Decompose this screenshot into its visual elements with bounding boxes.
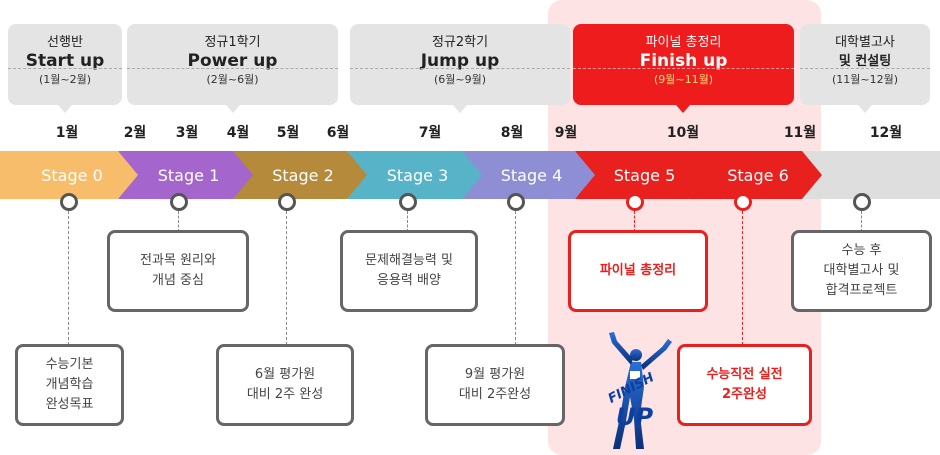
phase-title-ko: 정규2학기 (431, 35, 489, 50)
connector-line (407, 211, 408, 232)
phase-title-en: Jump up (420, 51, 500, 71)
stage-arrow-3: Stage 3 (347, 151, 482, 199)
month-label: 8월 (500, 125, 524, 141)
timeline-node (60, 193, 78, 211)
month-label: 2월 (123, 125, 147, 141)
stage-arrow-4: Stage 4 (462, 151, 595, 199)
stage-label: Stage 4 (500, 165, 563, 185)
phase-pointer (58, 105, 72, 113)
month-label: 9월 (554, 125, 578, 141)
stage-description-box: 6월 평가원 대비 2주 완성 (216, 344, 354, 426)
timeline-node (399, 193, 417, 211)
phase-months: (6월~9월) (433, 73, 487, 86)
phase-pointer (676, 105, 690, 113)
stage-label: Stage 0 (41, 165, 103, 185)
stage-label: Stage 5 (613, 165, 676, 185)
stage-label: Stage 2 (272, 165, 334, 185)
stage-description-box: 9월 평가원 대비 2주완성 (425, 344, 565, 426)
phase-header-power-up: 정규1학기 Power up (2월~6월) (127, 24, 338, 105)
month-label: 5월 (276, 125, 300, 141)
stage-label: Stage 6 (727, 165, 789, 185)
stage-label: Stage 1 (157, 165, 220, 185)
phase-pointer (226, 105, 240, 113)
finish-runner-illustration: FINISH UP (606, 332, 672, 449)
phase-header-consulting: 대학별고사 및 컨설팅 (11월~12월) (800, 24, 930, 105)
phase-header-jump-up: 정규2학기 Jump up (6월~9월) (350, 24, 570, 105)
phase-pointer (858, 105, 872, 113)
connector-line (515, 211, 516, 345)
phase-title-en: Power up (187, 51, 278, 71)
stage-description-box: 수능 후 대학별고사 및 합격프로젝트 (791, 230, 932, 312)
timeline-node (170, 193, 188, 211)
month-label: 10월 (666, 125, 700, 141)
month-label: 7월 (418, 125, 442, 141)
phase-title-en: 및 컨설팅 (838, 54, 892, 69)
timeline-node (626, 193, 644, 211)
phase-title-ko: 정규1학기 (204, 35, 261, 50)
timeline-node (734, 193, 752, 211)
connector-line (68, 211, 69, 345)
phase-title-ko: 대학별고사 (835, 35, 895, 50)
stage-arrow-0: Stage 0 (0, 151, 138, 199)
phase-title-ko: 파이널 총정리 (645, 35, 722, 50)
stage-arrow-5: Stage 5 (575, 151, 708, 199)
phase-pointer (453, 105, 467, 113)
month-label: 6월 (326, 125, 350, 141)
phase-header-finish-up: 파이널 총정리 Finish up (9월~11월) (573, 24, 794, 105)
phase-months: (11월~12월) (831, 73, 899, 86)
stage-description-box: 전과목 원리와 개념 중심 (107, 230, 249, 312)
phase-header-start-up: 선행반 Start up (1월~2월) (8, 24, 122, 105)
phase-months: (1월~2월) (38, 73, 92, 86)
timeline-node (278, 193, 296, 211)
month-label: 1월 (55, 125, 79, 141)
phase-months: (2월~6월) (206, 73, 259, 86)
stage-label: Stage 3 (386, 165, 449, 185)
connector-line (286, 211, 287, 345)
stage-arrow-1: Stage 1 (118, 151, 253, 199)
phase-title-ko: 선행반 (47, 35, 83, 50)
stage-arrow-final (802, 151, 940, 199)
month-label: 4월 (226, 125, 250, 141)
connector-line (178, 211, 179, 232)
month-label: 3월 (175, 125, 199, 141)
connector-line (634, 211, 635, 232)
month-label: 11월 (783, 125, 817, 141)
phase-title-en: Finish up (639, 51, 728, 71)
timeline-node (507, 193, 525, 211)
month-label: 12월 (869, 125, 903, 141)
stage-description-box: 파이널 총정리 (568, 230, 708, 312)
phase-title-en: Start up (25, 51, 105, 71)
stage-description-box: 수능직전 실전 2주완성 (677, 344, 812, 426)
phase-months: (9월~11월) (653, 73, 714, 86)
connector-line (861, 211, 862, 232)
timeline-node (853, 193, 871, 211)
stage-arrow-2: Stage 2 (233, 151, 367, 199)
stage-description-box: 문제해결능력 및 응용력 배양 (340, 230, 478, 312)
stage-description-box: 수능기본 개념학습 완성목표 (15, 344, 124, 426)
stage-arrow-6: Stage 6 (688, 151, 822, 199)
svg-text:UP: UP (616, 403, 653, 431)
connector-line (742, 211, 743, 345)
